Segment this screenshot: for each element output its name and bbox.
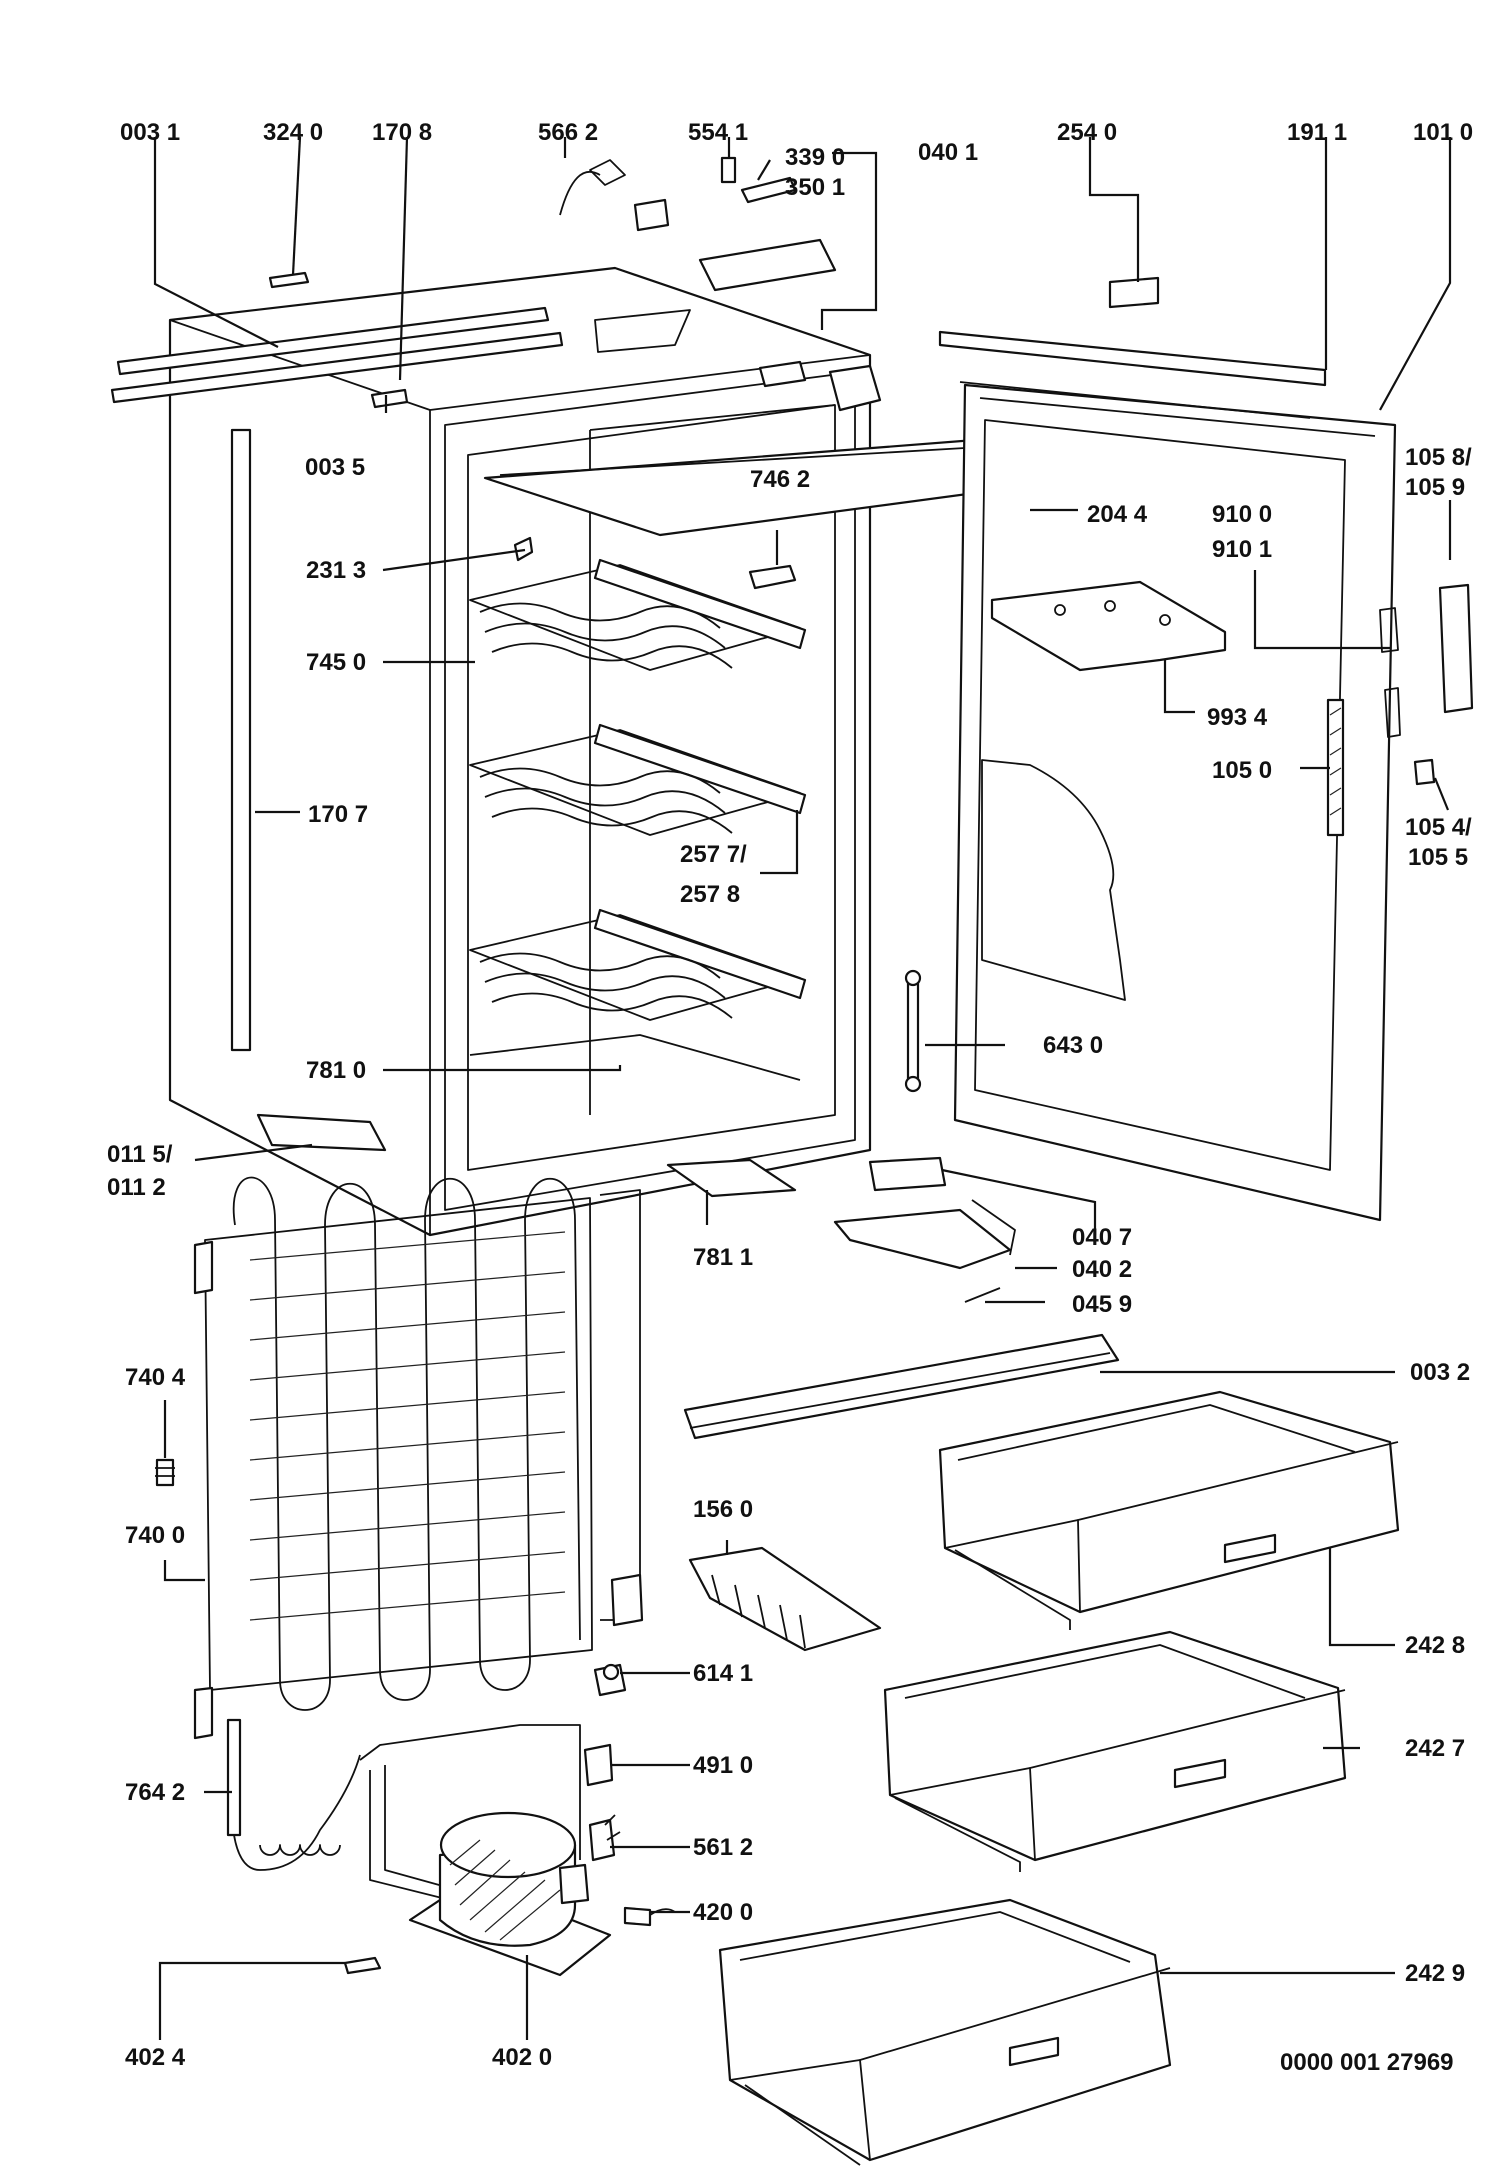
label-1708: 170 8 bbox=[372, 119, 432, 146]
label-2313: 231 3 bbox=[306, 557, 366, 584]
label-5612: 561 2 bbox=[693, 1834, 753, 1861]
label-1911: 191 1 bbox=[1287, 119, 1347, 146]
drawing-number: 0000 001 27969 bbox=[1280, 2049, 1454, 2076]
label-2540: 254 0 bbox=[1057, 119, 1117, 146]
label-0112: 011 2 bbox=[107, 1174, 166, 1201]
label-0031: 003 1 bbox=[120, 119, 180, 146]
label-5541: 554 1 bbox=[688, 119, 748, 146]
label-3240: 324 0 bbox=[263, 119, 323, 146]
label-1560: 156 0 bbox=[693, 1496, 753, 1523]
label-2578: 257 8 bbox=[680, 881, 740, 908]
label-0402: 040 2 bbox=[1072, 1256, 1132, 1283]
label-2577: 257 7/ bbox=[680, 841, 747, 868]
label-0115: 011 5/ bbox=[107, 1141, 173, 1168]
drawer-upper bbox=[938, 1390, 1400, 1630]
label-7642: 764 2 bbox=[125, 1779, 185, 1806]
door-assembly bbox=[904, 330, 1474, 1222]
label-2044: 204 4 bbox=[1087, 501, 1148, 528]
label-1050: 105 0 bbox=[1212, 757, 1272, 784]
label-1054: 105 4/ bbox=[1405, 814, 1472, 841]
wire-shelf-2 bbox=[469, 723, 807, 836]
label-7462: 746 2 bbox=[750, 466, 810, 493]
cross-rail bbox=[683, 1333, 1120, 1440]
label-1055: 105 5 bbox=[1408, 844, 1468, 871]
label-7400: 740 0 bbox=[125, 1522, 185, 1549]
label-5662: 566 2 bbox=[538, 119, 598, 146]
wire-shelf-1 bbox=[469, 558, 807, 671]
drawer-lower bbox=[883, 1630, 1347, 1872]
wire-shelf-3 bbox=[469, 908, 807, 1021]
label-1707: 170 7 bbox=[308, 801, 368, 828]
label-1059: 105 9 bbox=[1405, 474, 1465, 501]
drawer-bottom bbox=[718, 1898, 1172, 2166]
label-0035: 003 5 bbox=[305, 454, 365, 481]
label-2428: 242 8 bbox=[1405, 1632, 1465, 1659]
label-3390: 339 0 bbox=[785, 144, 845, 171]
label-4020: 402 0 bbox=[492, 2044, 552, 2071]
top-components bbox=[268, 156, 1160, 590]
cabinet-body bbox=[110, 266, 872, 1237]
label-0459: 045 9 bbox=[1072, 1291, 1132, 1318]
condenser bbox=[155, 1176, 644, 1871]
label-7810: 781 0 bbox=[306, 1057, 366, 1084]
label-6430: 643 0 bbox=[1043, 1032, 1103, 1059]
ice-tray bbox=[688, 1546, 882, 1652]
label-6141: 614 1 bbox=[693, 1660, 753, 1687]
compressor bbox=[343, 1663, 676, 1977]
wire-shelves bbox=[469, 558, 807, 1081]
label-7404: 740 4 bbox=[125, 1364, 186, 1391]
label-4910: 491 0 bbox=[693, 1752, 753, 1779]
label-2427: 242 7 bbox=[1405, 1735, 1465, 1762]
label-0032: 003 2 bbox=[1410, 1359, 1470, 1386]
label-0401: 040 1 bbox=[918, 139, 978, 166]
label-9101: 910 1 bbox=[1212, 536, 1272, 563]
label-7811: 781 1 bbox=[693, 1244, 753, 1271]
leader-lines bbox=[153, 136, 1452, 2040]
label-7450: 745 0 bbox=[306, 649, 366, 676]
label-0407: 040 7 bbox=[1072, 1224, 1132, 1251]
part-labels: 003 1 324 0 170 8 566 2 554 1 339 0 350 … bbox=[107, 119, 1473, 2076]
label-9100: 910 0 bbox=[1212, 501, 1272, 528]
label-3501: 350 1 bbox=[785, 174, 845, 201]
label-2429: 242 9 bbox=[1405, 1960, 1465, 1987]
label-4024: 402 4 bbox=[125, 2044, 186, 2071]
hinge-parts bbox=[833, 1156, 1016, 1303]
label-1010: 101 0 bbox=[1413, 119, 1473, 146]
label-1058: 105 8/ bbox=[1405, 444, 1472, 471]
label-9934: 993 4 bbox=[1207, 704, 1268, 731]
label-4200: 420 0 bbox=[693, 1899, 753, 1926]
